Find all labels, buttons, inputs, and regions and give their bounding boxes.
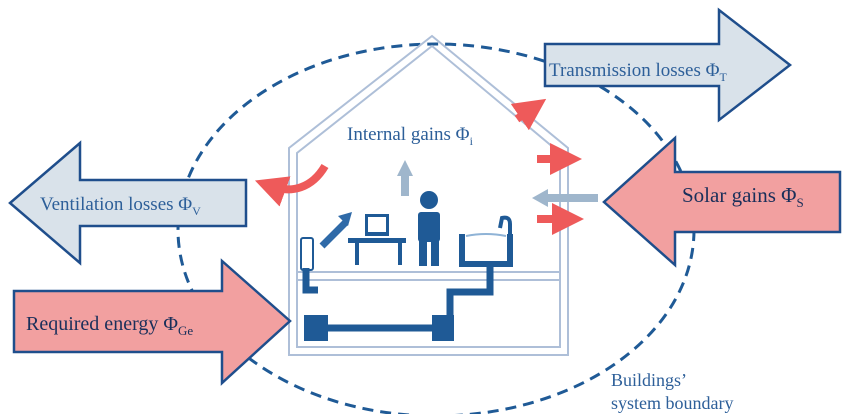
bathtub-icon	[459, 215, 513, 267]
boiler-right	[432, 315, 454, 341]
system-boundary-label-line2: system boundary	[611, 393, 733, 413]
radiator-icon	[300, 237, 314, 271]
transmission-losses-arrow	[543, 7, 793, 123]
person-icon	[418, 191, 440, 266]
heating-pipes	[302, 262, 494, 332]
solar-gains-label: Solar gains ΦS	[682, 183, 804, 210]
transmission-losses-label: Transmission losses ΦT	[549, 60, 728, 84]
solar-small-arrowhead	[532, 189, 548, 207]
system-boundary-label-line1: Buildings’	[611, 370, 687, 390]
ventilation-curved-arrow	[254, 163, 329, 207]
heater-arrowhead	[338, 212, 352, 226]
boiler-left	[304, 315, 328, 341]
internal-gains-arrowhead	[397, 160, 413, 176]
solar-gains-arrow	[602, 135, 842, 268]
heater-arrow	[319, 219, 349, 249]
required-energy-label: Required energy ΦGe	[26, 313, 193, 338]
computer-desk	[348, 214, 406, 265]
ventilation-losses-arrow	[8, 140, 248, 266]
required-energy-arrow	[12, 258, 292, 386]
internal-gains-label: Internal gains Φi	[347, 124, 474, 148]
ventilation-losses-label: Ventilation losses ΦV	[40, 194, 201, 218]
transmission-small-arrow	[510, 98, 547, 131]
